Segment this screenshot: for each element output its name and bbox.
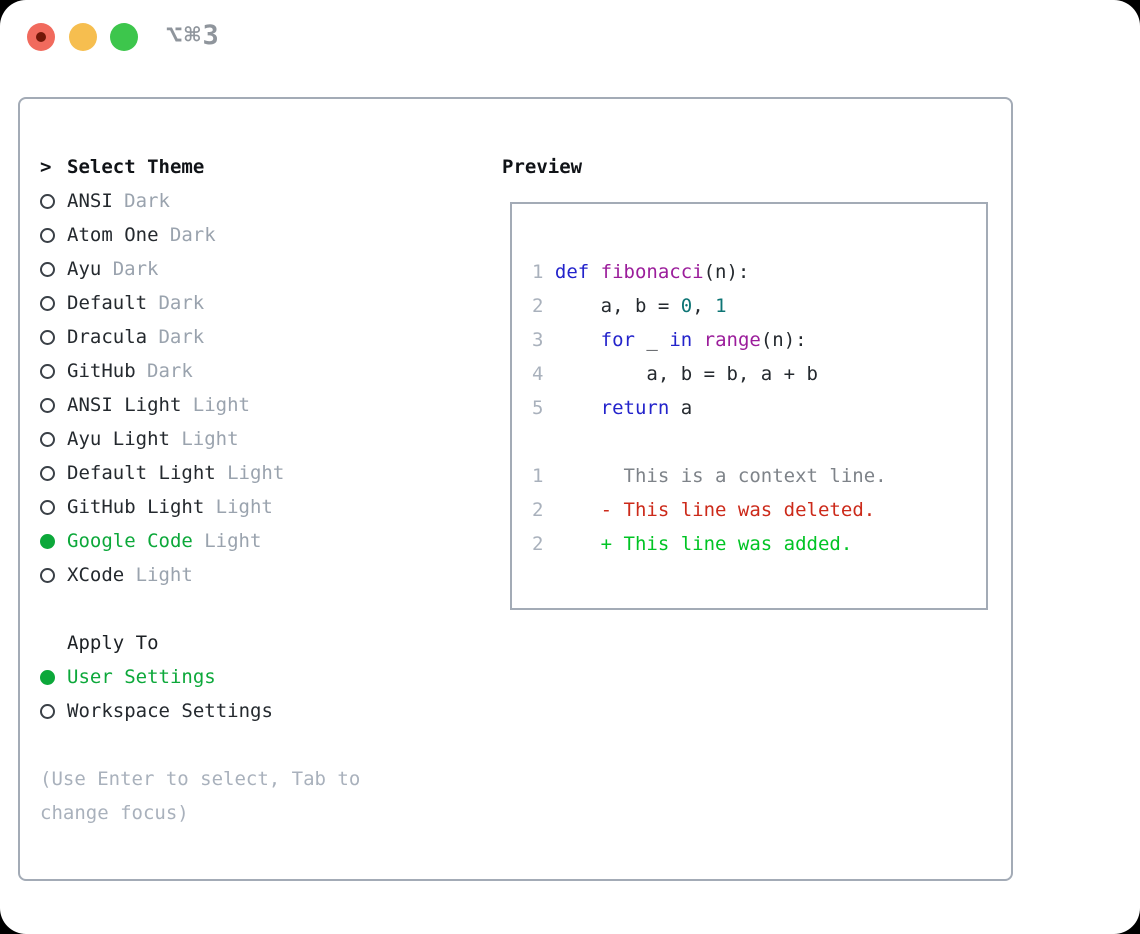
theme-variant-tag: Light [192, 394, 250, 416]
radio-icon [40, 567, 67, 583]
theme-option-default[interactable]: Default Dark [40, 286, 422, 320]
theme-variant-tag: Light [215, 496, 273, 518]
diff-preview-block: 1 This is a context line. 2 - This line w… [532, 459, 986, 561]
close-dot-icon [36, 32, 46, 42]
close-button[interactable] [27, 23, 55, 51]
theme-option-ayu-light[interactable]: Ayu Light Light [40, 422, 422, 456]
theme-option-github[interactable]: GitHub Dark [40, 354, 422, 388]
theme-option-label: ANSI Light [67, 394, 182, 416]
theme-option-xcode[interactable]: XCode Light [40, 558, 422, 592]
apply-option-label: Workspace Settings [67, 700, 273, 722]
spacer [40, 592, 422, 626]
diff-line: 1 This is a context line. [532, 465, 887, 487]
theme-variant-tag: Light [227, 462, 285, 484]
apply-option-user-settings[interactable]: User Settings [40, 660, 422, 694]
radio-icon [40, 261, 67, 277]
code-line: 5 return a [532, 397, 693, 419]
radio-selected-icon [40, 669, 67, 685]
theme-option-label: Default [67, 292, 148, 314]
apply-to-title: Apply To [67, 632, 159, 654]
radio-icon [40, 329, 67, 345]
theme-variant-tag: Dark [158, 292, 205, 314]
theme-option-dracula[interactable]: Dracula Dark [40, 320, 422, 354]
titlebar: ⌥⌘3 [0, 0, 1140, 74]
theme-option-atom-one[interactable]: Atom One Dark [40, 218, 422, 252]
code-line: 3 for _ in range(n): [532, 329, 807, 351]
radio-icon [40, 397, 67, 413]
theme-variant-tag: Dark [169, 224, 216, 246]
theme-option-label: XCode [67, 564, 125, 586]
theme-option-label: Ayu Light [67, 428, 170, 450]
theme-option-google-code[interactable]: Google Code Light [40, 524, 422, 558]
preview-box: 1 def fibonacci(n): 2 a, b = 0, 1 3 for _ … [510, 202, 988, 610]
theme-option-label: GitHub [67, 360, 136, 382]
theme-option-github-light[interactable]: GitHub Light Light [40, 490, 422, 524]
radio-icon [40, 295, 67, 311]
radio-icon [40, 193, 67, 209]
minimize-button[interactable] [69, 23, 97, 51]
preview-title: Preview [502, 156, 583, 178]
radio-icon [40, 227, 67, 243]
apply-option-workspace-settings[interactable]: Workspace Settings [40, 694, 422, 728]
theme-option-label: Ayu [67, 258, 102, 280]
theme-variant-tag: Light [181, 428, 239, 450]
select-theme-header: > Select Theme [40, 150, 422, 184]
diff-line: 2 + This line was added. [532, 533, 853, 555]
theme-option-ansi-light[interactable]: ANSI Light Light [40, 388, 422, 422]
theme-option-default-light[interactable]: Default Light Light [40, 456, 422, 490]
theme-variant-tag: Dark [158, 326, 205, 348]
radio-icon [40, 465, 67, 481]
spacer [40, 728, 422, 762]
radio-icon [40, 363, 67, 379]
theme-variant-tag: Dark [112, 258, 159, 280]
prompt-icon: > [40, 156, 52, 178]
code-line: 2 a, b = 0, 1 [532, 295, 727, 317]
theme-option-label: ANSI [67, 190, 113, 212]
theme-option-label: Dracula [67, 326, 148, 348]
radio-icon [40, 703, 67, 719]
theme-option-label: GitHub Light [67, 496, 205, 518]
theme-option-label: Default Light [67, 462, 216, 484]
apply-option-label: User Settings [67, 666, 216, 688]
diff-line: 2 - This line was deleted. [532, 499, 876, 521]
theme-variant-tag: Dark [124, 190, 170, 212]
window-title: ⌥⌘3 [166, 20, 221, 51]
help-text: (Use Enter to select, Tab to change focu… [40, 768, 361, 824]
preview-content: 1 def fibonacci(n): 2 a, b = 0, 1 3 for _ … [512, 204, 986, 561]
theme-variant-tag: Light [135, 564, 193, 586]
syntax-preview-block: 1 def fibonacci(n): 2 a, b = 0, 1 3 for _ … [532, 255, 986, 425]
select-theme-title: Select Theme [67, 156, 205, 178]
theme-variant-tag: Light [204, 530, 262, 552]
theme-option-ayu[interactable]: Ayu Dark [40, 252, 422, 286]
theme-variant-tag: Dark [147, 360, 193, 382]
apply-to-header: Apply To [40, 626, 422, 660]
code-line: 1 def fibonacci(n): [532, 261, 750, 283]
code-line: 4 a, b = b, a + b [532, 363, 818, 385]
radio-icon [40, 431, 67, 447]
zoom-button[interactable] [110, 23, 138, 51]
radio-icon [40, 499, 67, 515]
theme-option-label: Google Code [67, 530, 193, 552]
theme-option-label: Atom One [67, 224, 159, 246]
radio-selected-icon [40, 533, 67, 549]
theme-option-ansi[interactable]: ANSI Dark [40, 184, 422, 218]
